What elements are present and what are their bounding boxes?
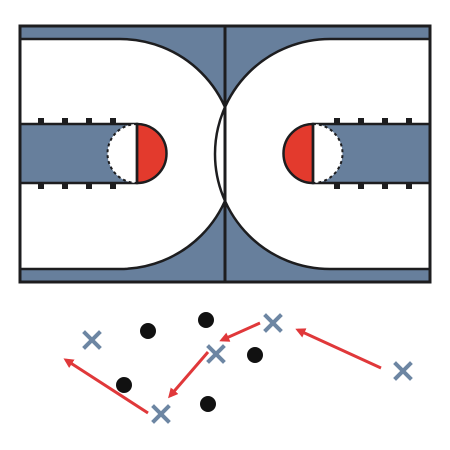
right-free-throw-dashed-arc: [312, 122, 344, 185]
offense-player-x-icon: [151, 404, 171, 424]
pass-arrow: [219, 321, 261, 342]
offense-player-x-icon: [393, 361, 413, 381]
court: [18, 24, 432, 284]
court-half-right: [213, 37, 432, 271]
play-diagram: [63, 312, 413, 424]
pass-arrows: [63, 321, 382, 415]
offense-markers: [82, 313, 413, 424]
left-free-throw-dashed-arc: [106, 122, 138, 185]
defense-player-dot-icon: [116, 377, 132, 393]
court-half-left: [18, 37, 237, 271]
offense-player-x-icon: [263, 313, 283, 333]
left-lane-hash-marks: [38, 118, 116, 189]
offense-player-x-icon: [82, 330, 102, 350]
pass-arrow: [63, 358, 149, 415]
defense-player-dot-icon: [200, 396, 216, 412]
court-border: [18, 24, 432, 284]
pass-arrow: [168, 351, 210, 399]
right-lane-hash-marks: [334, 118, 412, 189]
pass-arrow: [295, 328, 382, 370]
defense-player-dot-icon: [198, 312, 214, 328]
defense-markers: [116, 312, 263, 412]
defense-player-dot-icon: [247, 347, 263, 363]
offense-player-x-icon: [206, 344, 226, 364]
defense-player-dot-icon: [140, 323, 156, 339]
left-free-throw-solid-arc: [135, 122, 168, 185]
right-free-throw-solid-arc: [282, 122, 315, 185]
